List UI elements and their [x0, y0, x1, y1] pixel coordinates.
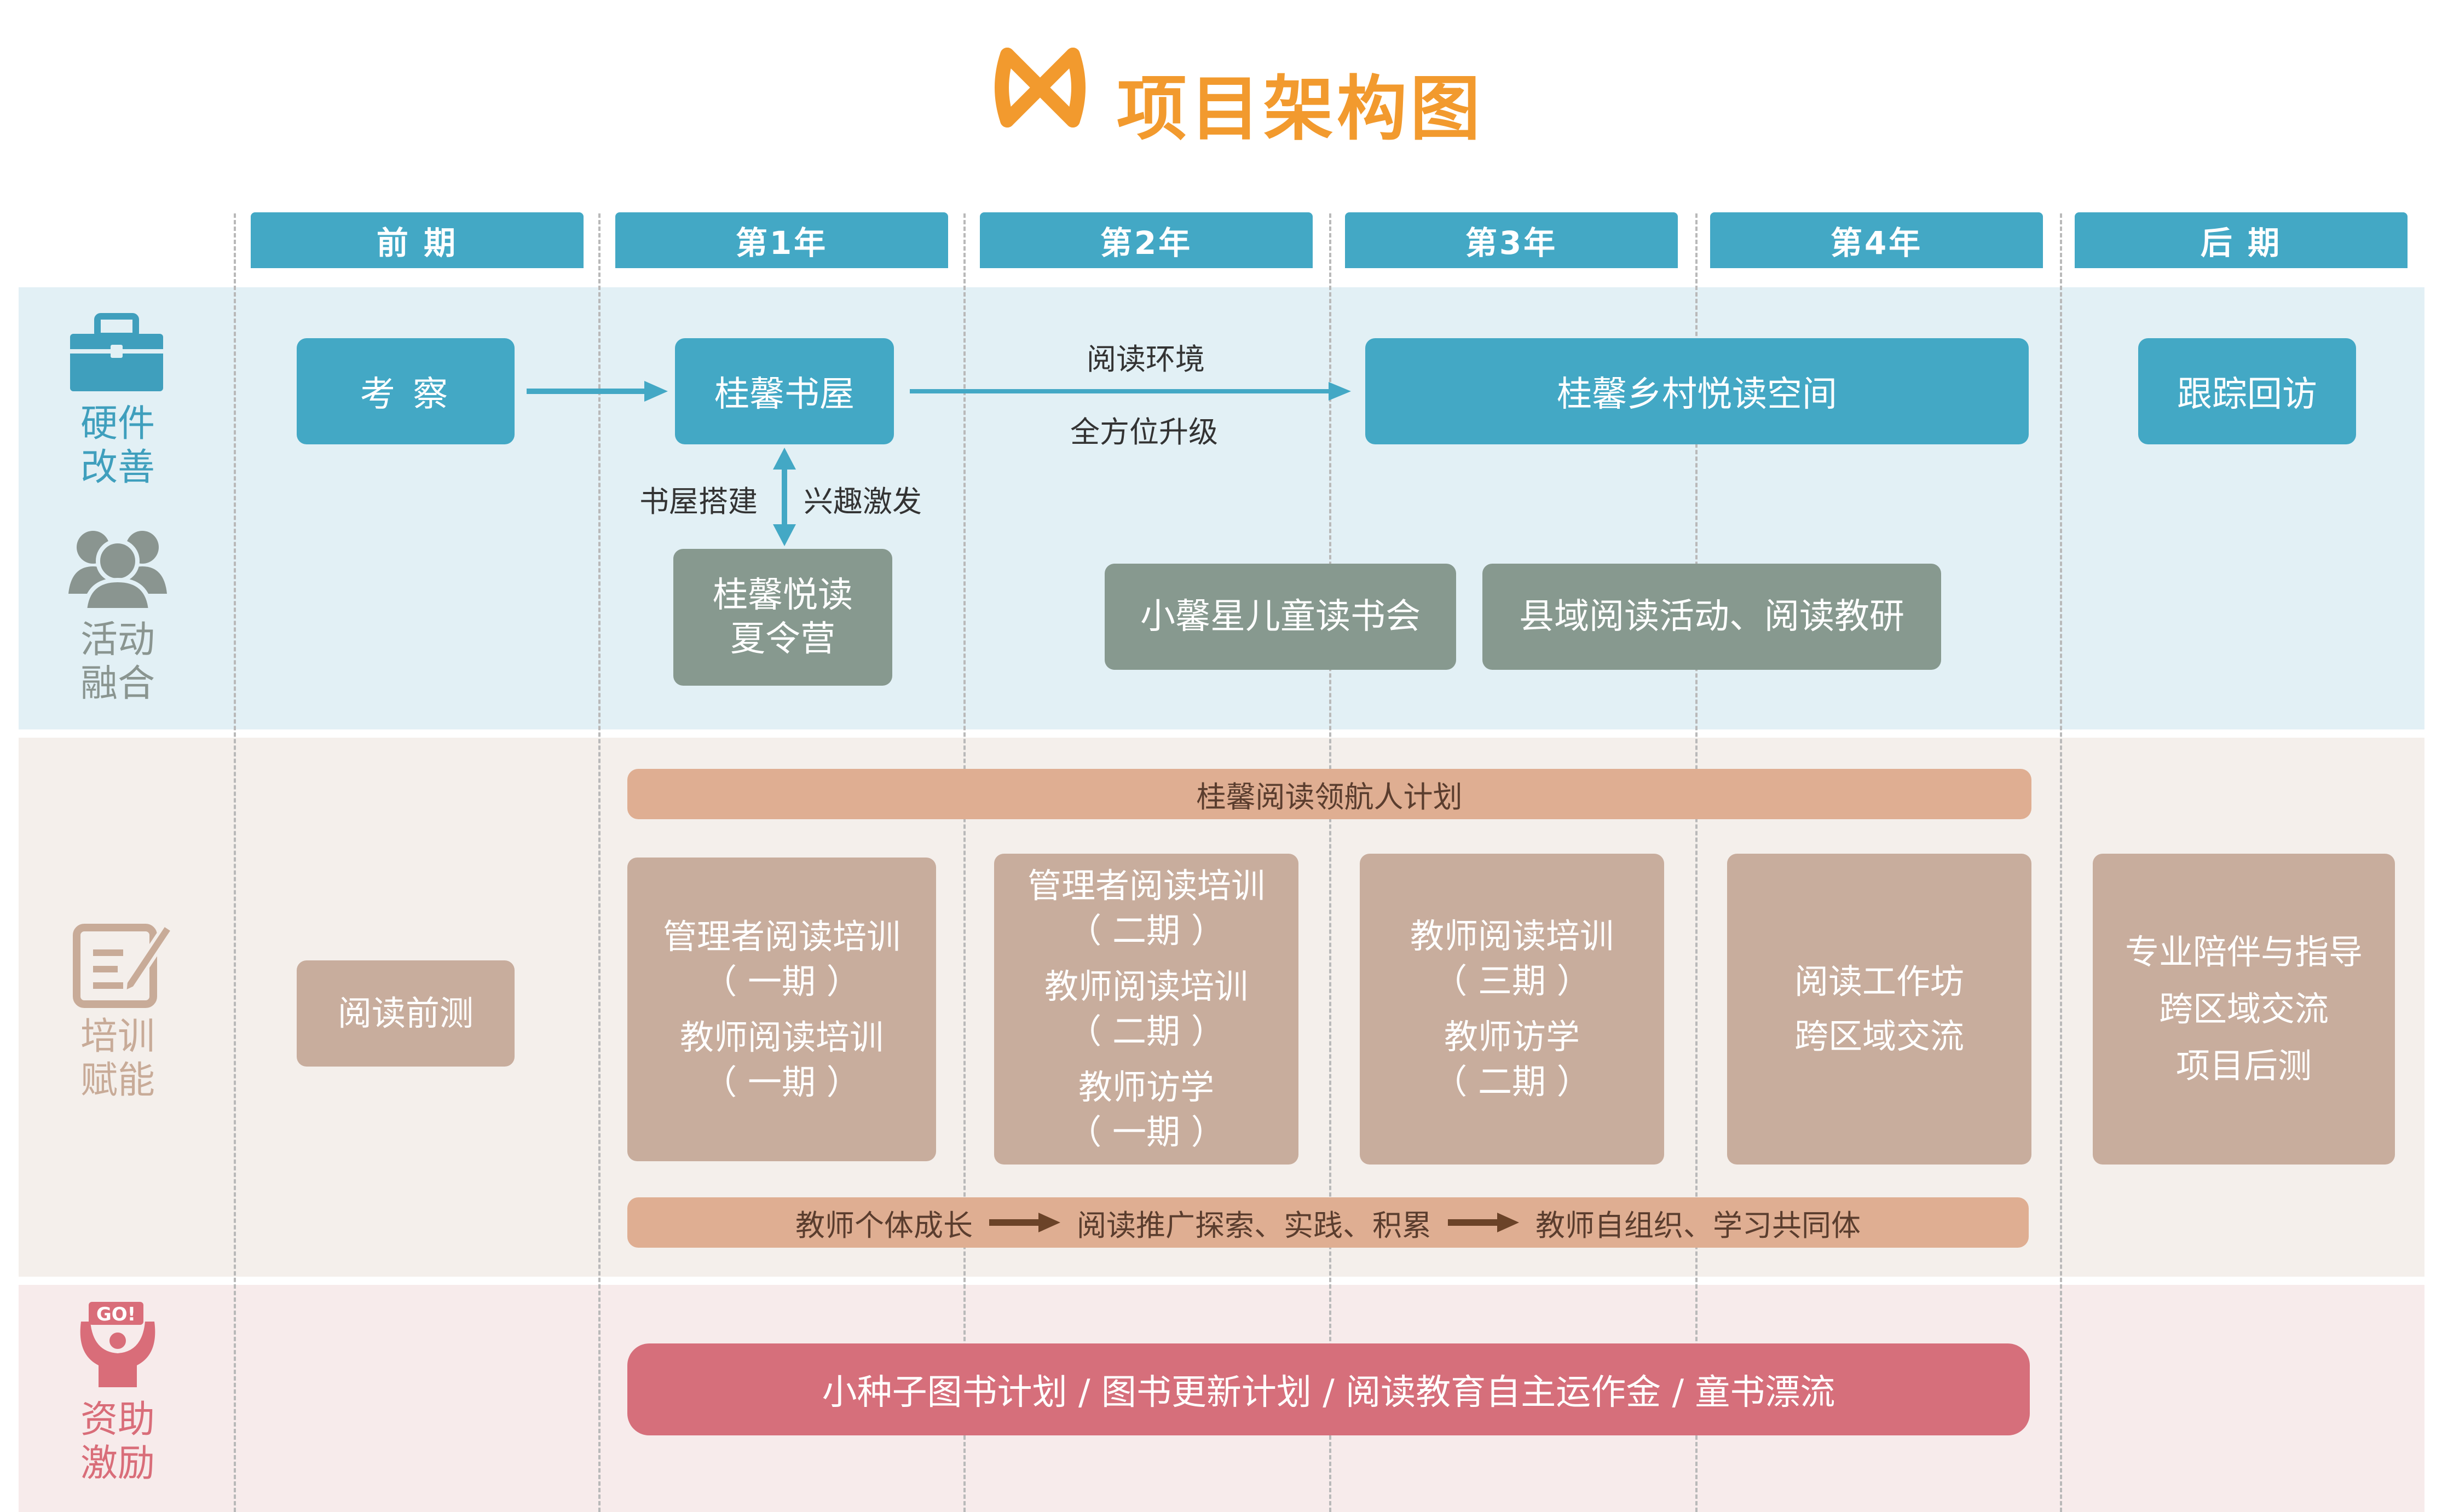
box-rural-reading-space: 桂馨乡村悦读空间 [1365, 338, 2029, 444]
column-divider [1695, 213, 1698, 1512]
y4-line: 阅读工作坊 [1794, 961, 1964, 1001]
box-pretest: 阅读前测 [297, 960, 515, 1067]
y2-line: 管理者阅读培训 [1027, 866, 1265, 906]
box-later-training: 专业陪伴与指导 跨区域交流 项目后测 [2093, 854, 2395, 1165]
bar-navigator-plan: 桂馨阅读领航人计划 [627, 769, 2031, 819]
growth-stage-2: 阅读推广探索、实践、积累 [1077, 1208, 1431, 1243]
box-followup: 跟踪回访 [2138, 338, 2356, 444]
page-title: 项目架构图 [1117, 68, 1484, 150]
growth-stage-1: 教师个体成长 [795, 1208, 973, 1243]
camp-line1: 桂馨悦读 [713, 575, 853, 616]
box-summer-camp: 桂馨悦读 夏令营 [673, 549, 892, 686]
toolbox-icon [70, 313, 163, 391]
header-year-4: 第4年 [1710, 212, 2043, 268]
go-hand-icon: GO! [80, 1302, 155, 1387]
edit-icon [73, 922, 175, 1008]
go-label: GO! [96, 1304, 136, 1325]
header-year-3: 第3年 [1345, 212, 1678, 268]
label-interest: 兴趣激发 [804, 484, 922, 519]
column-divider [598, 213, 601, 1512]
label-bookhouse-build: 书屋搭建 [639, 484, 758, 519]
row-label-hardware: 硬件 改善 [55, 402, 181, 490]
box-bookhouse: 桂馨书屋 [675, 338, 894, 444]
box-year1-training: 管理者阅读培训 （ 一期 ） 教师阅读培训 （ 一期 ） [627, 858, 936, 1161]
row-label-hardware-line1: 硬件 [80, 402, 155, 445]
label-upgrade-bottom: 全方位升级 [1070, 415, 1218, 449]
growth-stage-3: 教师自组织、学习共同体 [1535, 1208, 1861, 1243]
row-label-funding-line2: 激励 [80, 1442, 155, 1485]
y1-line: 教师阅读培训 [679, 1017, 884, 1057]
bar-funding-programs: 小种子图书计划 / 图书更新计划 / 阅读教育自主运作金 / 童书漂流 [627, 1343, 2030, 1435]
box-county-activities: 县域阅读活动、阅读教研 [1482, 564, 1941, 670]
arrow-survey-to-bookhouse [527, 381, 668, 402]
arrow-right-icon [989, 1213, 1060, 1232]
later-line: 项目后测 [2175, 1046, 2312, 1086]
row-label-activity-line2: 融合 [80, 662, 155, 705]
y2-line: 教师访学 [1078, 1067, 1214, 1107]
logo-icon [995, 48, 1086, 128]
box-year2-training: 管理者阅读培训 （ 二期 ） 教师阅读培训 （ 二期 ） 教师访学 （ 一期 ） [994, 854, 1298, 1165]
box-year4-training: 阅读工作坊 跨区域交流 [1727, 854, 2031, 1165]
box-survey: 考 察 [297, 338, 515, 444]
row-label-training-line1: 培训 [80, 1015, 155, 1058]
row-label-funding: 资助 激励 [55, 1398, 181, 1486]
label-upgrade-top: 阅读环境 [1087, 342, 1205, 376]
header-post: 后 期 [2075, 212, 2408, 268]
y2-line: （ 一期 ） [1067, 1112, 1225, 1152]
y4-line: 跨区域交流 [1794, 1016, 1964, 1056]
column-divider [2060, 213, 2062, 1512]
row-label-activity-line1: 活动 [80, 618, 155, 662]
row-label-training-line2: 赋能 [80, 1059, 155, 1102]
header-pre: 前 期 [251, 212, 584, 268]
column-divider [1329, 213, 1331, 1512]
y1-line: 管理者阅读培训 [662, 916, 900, 957]
later-line: 跨区域交流 [2158, 989, 2329, 1029]
box-year3-training: 教师阅读培训 （ 三期 ） 教师访学 （ 二期 ） [1360, 854, 1664, 1165]
column-divider [963, 213, 966, 1512]
arrow-right-icon [1448, 1213, 1519, 1232]
y2-line: （ 二期 ） [1067, 1011, 1225, 1051]
later-line: 专业陪伴与指导 [2125, 932, 2363, 972]
y1-line: （ 一期 ） [703, 961, 861, 1001]
y3-line: 教师阅读培训 [1410, 916, 1614, 956]
column-divider [234, 213, 236, 1512]
y1-line: （ 一期 ） [703, 1062, 861, 1102]
y3-line: （ 二期 ） [1433, 1062, 1591, 1102]
arrow-bookhouse-camp [773, 448, 796, 546]
row-label-training: 培训 赋能 [55, 1015, 181, 1103]
row-label-activity: 活动 融合 [55, 618, 181, 706]
box-kids-club: 小馨星儿童读书会 [1105, 564, 1456, 670]
y3-line: 教师访学 [1444, 1017, 1580, 1057]
row-label-funding-line1: 资助 [80, 1398, 155, 1441]
y2-line: 教师阅读培训 [1044, 966, 1248, 1006]
camp-line2: 夏令营 [730, 619, 835, 659]
people-icon [68, 531, 167, 612]
y3-line: （ 三期 ） [1433, 961, 1591, 1001]
arrow-bookhouse-to-space [910, 382, 1351, 401]
bar-teacher-growth: 教师个体成长 阅读推广探索、实践、积累 教师自组织、学习共同体 [627, 1197, 2029, 1248]
y2-line: （ 二期 ） [1067, 911, 1225, 951]
header-year-1: 第1年 [615, 212, 948, 268]
header-year-2: 第2年 [980, 212, 1313, 268]
row-label-hardware-line2: 改善 [80, 446, 155, 489]
